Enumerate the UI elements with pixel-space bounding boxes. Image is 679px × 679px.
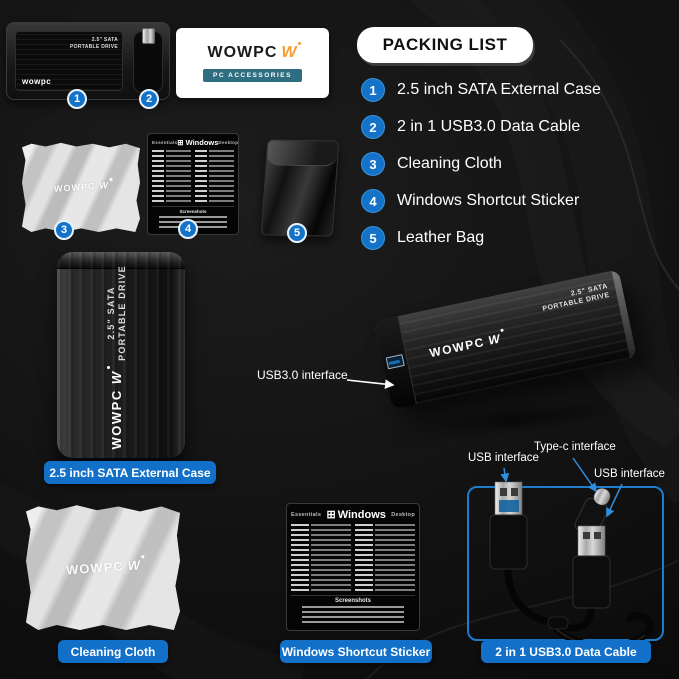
list-item-label: Leather Bag	[397, 229, 485, 246]
caption-shortcut-sticker: Windows Shortcut Sticker	[280, 640, 432, 663]
sticker-shortcut-rows	[291, 524, 415, 592]
box-brand-logo: wowpc	[22, 77, 52, 86]
list-number-badge: 3	[361, 152, 385, 176]
drive-brand-mark-icon: W	[487, 331, 503, 348]
windows-shortcut-sticker-photo-small: Essentials ⊞ Windows Desktop Screenshots	[147, 133, 239, 235]
sticker-left-header: Essentials	[291, 511, 322, 518]
callout-usb-interface-left: USB interface	[468, 452, 539, 464]
drive-brand-name: WOWPC	[428, 334, 487, 361]
windows-shortcut-sticker-photo-large: Essentials ⊞ Windows Desktop Screenshots	[286, 503, 420, 631]
cleaning-cloth-photo-large: WOWPC W	[26, 505, 180, 630]
packing-list-title: PACKING LIST	[357, 27, 533, 63]
sticker-title: Windows	[337, 508, 386, 521]
packaging-box-photo: 2.5" SATA PORTABLE DRIVE wowpc	[6, 22, 170, 100]
list-item-label: 2.5 inch SATA External Case	[397, 81, 601, 98]
usb-a-plug-icon	[577, 525, 606, 557]
brand-logo: WOWPC W	[207, 42, 302, 62]
cloth-brand-mark-icon: W	[98, 180, 109, 191]
drive-brand-logo: WOWPC W	[428, 331, 502, 360]
callout-usb-interface-right: USB interface	[594, 468, 665, 480]
list-item-label: Windows Shortcut Sticker	[397, 192, 580, 209]
enclosure-print: 2.5" SATA PORTABLE DRIVE	[70, 37, 118, 50]
brand-tagline: PC ACCESSORIES	[203, 69, 302, 82]
cloth-brand-name: WOWPC	[65, 558, 124, 578]
external-case-photo-vertical: 2.5" SATA PORTABLE DRIVE WOWPC W	[57, 252, 185, 458]
drive-size-text: 2.5" SATA	[106, 286, 116, 340]
callout-type-c-interface: Type-c interface	[534, 441, 616, 453]
sticker-screenshots-rows	[302, 606, 404, 626]
cloth-brand-mark-icon: W	[126, 556, 141, 573]
sticker-screenshots-header: Screenshots	[334, 598, 371, 604]
enclosure-type-text: PORTABLE DRIVE	[70, 43, 118, 50]
list-item-label: Cleaning Cloth	[397, 155, 502, 172]
usb-plug-icon	[142, 28, 155, 44]
sticker-title: Windows	[185, 138, 219, 147]
caption-external-case: 2.5 inch SATA External Case	[44, 461, 216, 484]
item-badge-4: 4	[178, 219, 198, 239]
brand-name: WOWPC	[207, 44, 278, 61]
usb3-port-icon	[385, 354, 405, 370]
cable-in-box	[133, 28, 163, 93]
drive-brand-name: WOWPC	[109, 389, 124, 450]
packing-list-item: 3 Cleaning Cloth	[361, 152, 502, 176]
sticker-right-header: Desktop	[391, 511, 415, 518]
packing-list-item: 1 2.5 inch SATA External Case	[361, 78, 601, 102]
caption-cleaning-cloth: Cleaning Cloth	[58, 640, 168, 663]
caption-data-cable: 2 in 1 USB3.0 Data Cable	[481, 640, 651, 663]
enclosure-size-text: 2.5" SATA	[91, 37, 118, 43]
packing-list-item: 2 2 in 1 USB3.0 Data Cable	[361, 115, 580, 139]
list-number-badge: 5	[361, 226, 385, 250]
packing-list-item: 4 Windows Shortcut Sticker	[361, 189, 579, 213]
list-number-badge: 1	[361, 78, 385, 102]
cleaning-cloth-photo-small: WOWPC W	[22, 142, 140, 232]
cloth-brand-name: WOWPC	[53, 181, 96, 194]
drive-brand-mark-icon: W	[109, 370, 124, 385]
item-badge-3: 3	[54, 220, 74, 240]
item-badge-2: 2	[139, 89, 159, 109]
sticker-left-header: Essentials	[152, 140, 178, 145]
enclosure-in-box: 2.5" SATA PORTABLE DRIVE wowpc	[15, 31, 123, 91]
leather-bag-photo	[260, 139, 340, 237]
list-number-badge: 2	[361, 115, 385, 139]
sticker-screenshots-header: Screenshots	[179, 209, 207, 214]
brand-mark-icon: W	[281, 42, 302, 61]
sticker-right-header: Desktop	[218, 140, 239, 145]
item-badge-5: 5	[287, 223, 307, 243]
cloth-brand-print: WOWPC W	[53, 180, 109, 194]
drive-print: 2.5" SATA PORTABLE DRIVE	[106, 252, 136, 375]
brand-card: WOWPC W PC ACCESSORIES	[176, 28, 329, 98]
sticker-shortcut-rows	[152, 150, 234, 203]
packing-list-item: 5 Leather Bag	[361, 226, 484, 250]
drive-print: 2.5" SATA PORTABLE DRIVE	[540, 282, 611, 314]
cloth-brand-print: WOWPC W	[65, 557, 141, 577]
item-badge-1: 1	[67, 89, 87, 109]
drive-type-text: PORTABLE DRIVE	[117, 265, 128, 361]
callout-usb3-interface: USB3.0 interface	[257, 368, 348, 382]
windows-logo-icon: ⊞	[326, 509, 336, 521]
data-cable-photo	[489, 481, 654, 650]
windows-logo-icon: ⊞	[177, 138, 184, 147]
list-item-label: 2 in 1 USB3.0 Data Cable	[397, 118, 581, 135]
list-number-badge: 4	[361, 189, 385, 213]
drive-brand-logo: WOWPC W	[109, 370, 133, 450]
